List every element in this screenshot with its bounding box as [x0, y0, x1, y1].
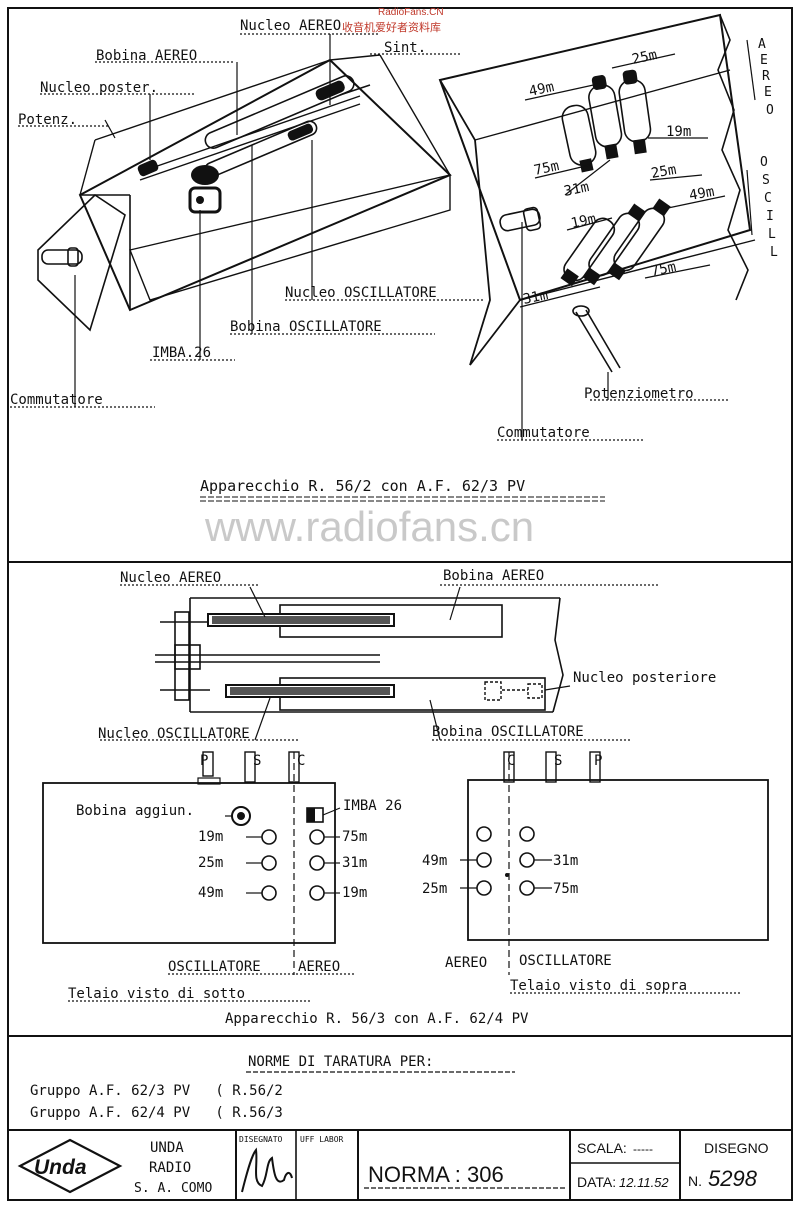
site-watermark: www.radiofans.cn — [204, 503, 534, 550]
data-label: DATA: — [577, 1174, 616, 1190]
svg-text:L: L — [770, 245, 778, 260]
band-bottom-31m: 31m — [522, 287, 550, 308]
header-watermark-bottom: 收音机爱好者资料库 — [342, 20, 441, 34]
band-under-right-31m: 31m — [342, 855, 367, 871]
label-topside-aereo: AEREO — [445, 955, 487, 971]
label-imba-top: IMBA.26 — [152, 345, 211, 361]
band-under-left-25m: 25m — [198, 855, 223, 871]
norme-line-1: Gruppo A.F. 62/3 PV ( R.56/2 — [30, 1083, 283, 1099]
band-top-49m: 49m — [528, 79, 556, 100]
svg-text:A: A — [758, 37, 766, 52]
label-imba-26: IMBA 26 — [343, 798, 402, 814]
band-bottom-49m: 49m — [688, 184, 716, 204]
band-bottom-25m: 25m — [650, 162, 678, 182]
label-nucleo-oscillatore-lower: Nucleo OSCILLATORE — [98, 726, 250, 742]
upper-left-leaders — [10, 33, 485, 408]
lower-caption: Apparecchio R. 56/3 con A.F. 62/4 PV — [225, 1011, 529, 1027]
band-top-right-75m: 75m — [553, 881, 578, 897]
band-top-25m: 25m — [631, 47, 659, 68]
label-nucleo-oscillatore-top: Nucleo OSCILLATORE — [285, 285, 437, 301]
svg-text:R: R — [762, 69, 770, 84]
lower-coil-assembly — [100, 584, 658, 741]
pin-label-c-left: C — [297, 753, 305, 769]
svg-text:E: E — [760, 53, 768, 68]
norme-title: NORME DI TARATURA PER: — [248, 1054, 433, 1070]
svg-text:O: O — [760, 155, 768, 170]
band-top-19m: 19m — [666, 124, 691, 140]
band-under-left-49m: 49m — [198, 885, 223, 901]
label-bobina-oscillatore-lower: Bobina OSCILLATORE — [432, 724, 584, 740]
signature — [241, 1147, 293, 1193]
svg-text:C: C — [764, 191, 772, 206]
pin-label-s-left: S — [253, 753, 261, 769]
band-under-left-19m: 19m — [198, 829, 223, 845]
panel-underside — [42, 751, 355, 1002]
band-bottom-75m: 75m — [650, 259, 678, 280]
disegno-label: DISEGNO — [704, 1140, 769, 1156]
label-potenz: Potenz. — [18, 112, 77, 128]
svg-text:O: O — [766, 103, 774, 118]
label-underside-aereo: AEREO — [298, 959, 340, 975]
svg-text:I: I — [766, 209, 774, 224]
label-bobina-oscillatore-top: Bobina OSCILLATORE — [230, 319, 382, 335]
uff-labor-label: UFF LABOR — [300, 1135, 344, 1144]
band-under-right-75m: 75m — [342, 829, 367, 845]
unda-logo: Unda — [34, 1156, 87, 1179]
band-top-75m: 75m — [533, 158, 561, 179]
data-value: 12.11.52 — [619, 1175, 669, 1190]
label-topside-oscillatore: OSCILLATORE — [519, 953, 612, 969]
label-commutatore-right: Commutatore — [497, 425, 590, 441]
label-bobina-aggiun: Bobina aggiun. — [76, 803, 194, 819]
label-bobina-aereo-top: Bobina AEREO — [96, 48, 197, 64]
pin-label-s-right: S — [554, 753, 562, 769]
norme-line-2: Gruppo A.F. 62/4 PV ( R.56/3 — [30, 1105, 283, 1121]
company-line-2: RADIO — [149, 1160, 191, 1176]
label-bobina-aereo-lower: Bobina AEREO — [443, 568, 544, 584]
svg-text:L: L — [768, 227, 776, 242]
side-label-oscill: O S C I L L — [760, 155, 778, 260]
pin-label-p-right: P — [594, 753, 602, 769]
band-bottom-19m: 19m — [570, 211, 598, 232]
label-sint: Sint. — [384, 40, 426, 56]
company-line-1: UNDA — [150, 1140, 184, 1156]
band-under-right-19m: 19m — [342, 885, 367, 901]
svg-text:S: S — [762, 173, 770, 188]
label-nucleo-poster: Nucleo poster. — [40, 80, 158, 96]
scala-label: SCALA: — [577, 1140, 627, 1156]
caption-underside: Telaio visto di sotto — [68, 986, 245, 1002]
pin-label-p-left: P — [200, 753, 208, 769]
disegno-number: 5298 — [708, 1166, 758, 1191]
company-line-3: S. A. COMO — [134, 1181, 212, 1196]
label-nucleo-posteriore: Nucleo posteriore — [573, 670, 716, 686]
band-top-31m: 31m — [563, 179, 591, 200]
label-commutatore-left: Commutatore — [10, 392, 103, 408]
label-nucleo-aereo-lower: Nucleo AEREO — [120, 570, 221, 586]
sheet-border — [7, 7, 793, 1201]
band-top-left-49m: 49m — [422, 853, 447, 869]
label-underside-oscillatore: OSCILLATORE — [168, 959, 261, 975]
pin-label-c-right: C — [507, 753, 515, 769]
side-label-aereo: A E R E O — [758, 37, 774, 118]
caption-topside: Telaio visto di sopra — [510, 978, 687, 994]
panel-topside — [460, 751, 769, 994]
disegnato-label: DISEGNATO — [239, 1135, 283, 1144]
upper-right-assembly — [438, 13, 756, 373]
label-potenziometro: Potenziometro — [584, 386, 694, 402]
norma-number: NORMA : 306 — [368, 1162, 504, 1187]
band-top-left-25m: 25m — [422, 881, 447, 897]
svg-text:E: E — [764, 85, 772, 100]
upper-right-leaders — [497, 39, 756, 441]
label-nucleo-aereo-top: Nucleo AEREO — [240, 18, 341, 34]
header-watermark-top: RadioFans.CN — [378, 7, 444, 18]
upper-caption: Apparecchio R. 56/2 con A.F. 62/3 PV — [200, 477, 525, 495]
title-block — [17, 1130, 681, 1200]
band-top-right-31m: 31m — [553, 853, 578, 869]
disegno-n-label: N. — [688, 1173, 702, 1189]
scala-value: ----- — [633, 1142, 653, 1156]
